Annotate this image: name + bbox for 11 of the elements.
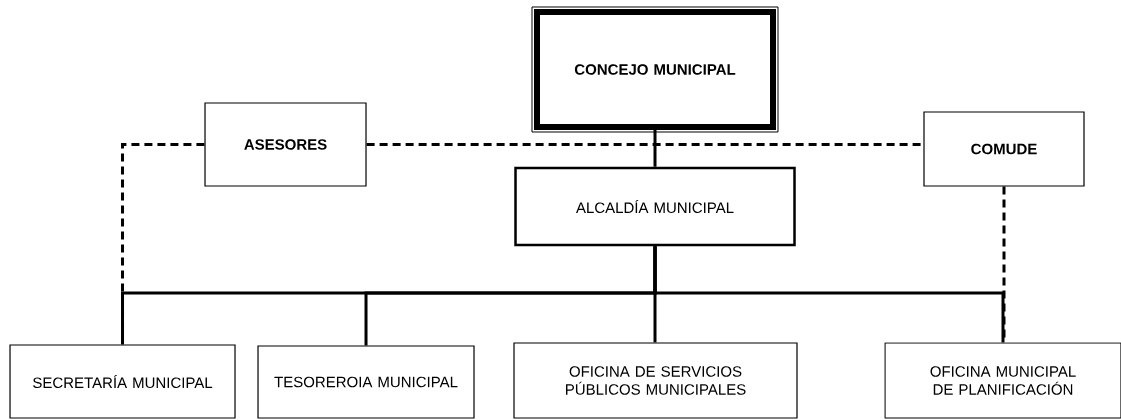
mayor-office-box: ALCALDÍA MUNICIPAL: [514, 166, 796, 247]
committee-box: COMUDE: [923, 111, 1085, 187]
department-box: TESOREROIA MUNICIPAL: [257, 345, 475, 419]
connector: [653, 246, 1005, 343]
advisors-box: ASESORES: [204, 102, 367, 187]
connector: [366, 143, 924, 146]
department-box: OFICINA DE SERVICIOS PÚBLICOS MUNICIPALES: [513, 342, 798, 419]
council-box: CONCEJO MUNICIPAL: [531, 6, 779, 133]
department-box: SECRETARÍA MUNICIPAL: [9, 344, 236, 419]
department-box: OFICINA MUNICIPAL DE PLANIFICACIÓN: [884, 342, 1121, 419]
connector: [653, 130, 657, 167]
